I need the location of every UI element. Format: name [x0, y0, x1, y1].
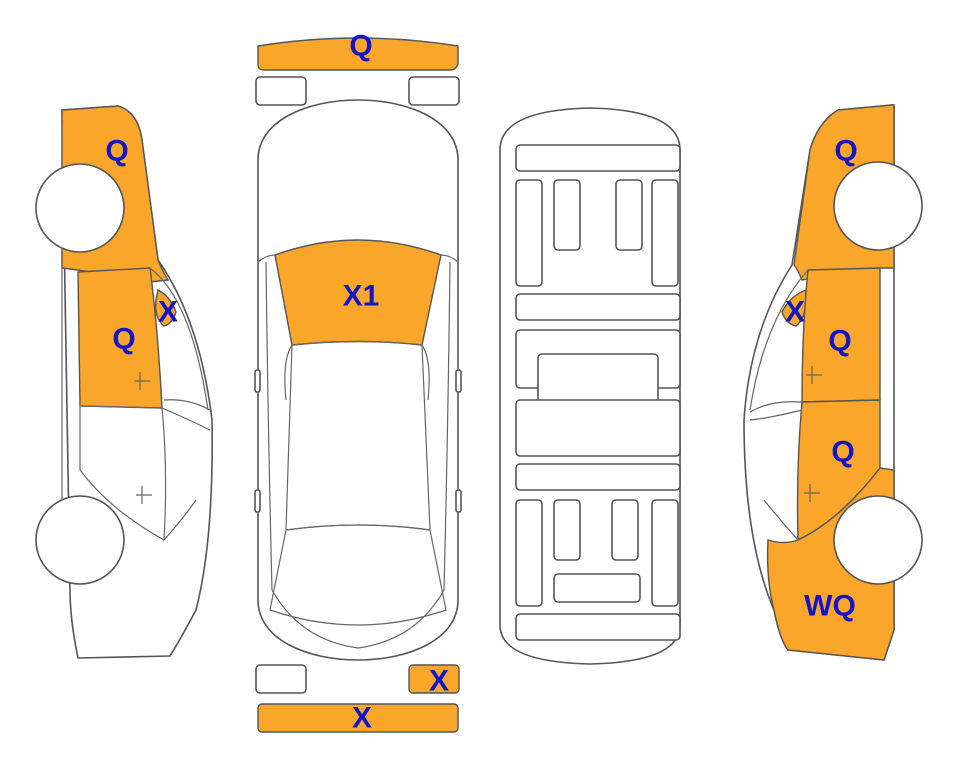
- windshield-mark: X1: [343, 280, 380, 313]
- right-front-wheel: [833, 161, 923, 251]
- underside-view: [499, 107, 681, 665]
- rear-right-lamp-panel[interactable]: [408, 664, 460, 694]
- rear-left-lamp[interactable]: [255, 664, 307, 694]
- left-rear-wheel: [35, 495, 125, 585]
- left-front-wheel: [35, 163, 125, 253]
- rear-bumper-mark: X: [352, 702, 372, 735]
- front-right-headlamp[interactable]: [408, 76, 460, 106]
- left-mirror-panel[interactable]: [154, 288, 177, 327]
- right-rear-door-mark: Q: [831, 436, 854, 469]
- front-left-headlamp[interactable]: [255, 76, 307, 106]
- front-bumper-panel[interactable]: [257, 37, 459, 71]
- right-mirror-mark: X: [785, 296, 805, 329]
- top-view-body[interactable]: [257, 99, 459, 661]
- left-front-fender-mark: Q: [105, 135, 128, 168]
- rear-right-lamp-mark: X: [429, 665, 449, 698]
- right-front-door-mark: Q: [828, 325, 851, 358]
- left-mirror-mark: X: [158, 296, 178, 329]
- right-front-fender-mark: Q: [834, 135, 857, 168]
- right-rear-wheel: [833, 495, 923, 585]
- right-rear-quarter-mark: WQ: [804, 590, 856, 623]
- left-side-view: [35, 105, 213, 659]
- rear-window: [269, 524, 447, 626]
- right-side-view: [743, 104, 923, 661]
- front-bumper-mark: Q: [349, 30, 372, 63]
- left-front-door-mark: Q: [112, 323, 135, 356]
- top-view-car: [254, 99, 462, 661]
- rear-bumper-panel[interactable]: [257, 703, 459, 733]
